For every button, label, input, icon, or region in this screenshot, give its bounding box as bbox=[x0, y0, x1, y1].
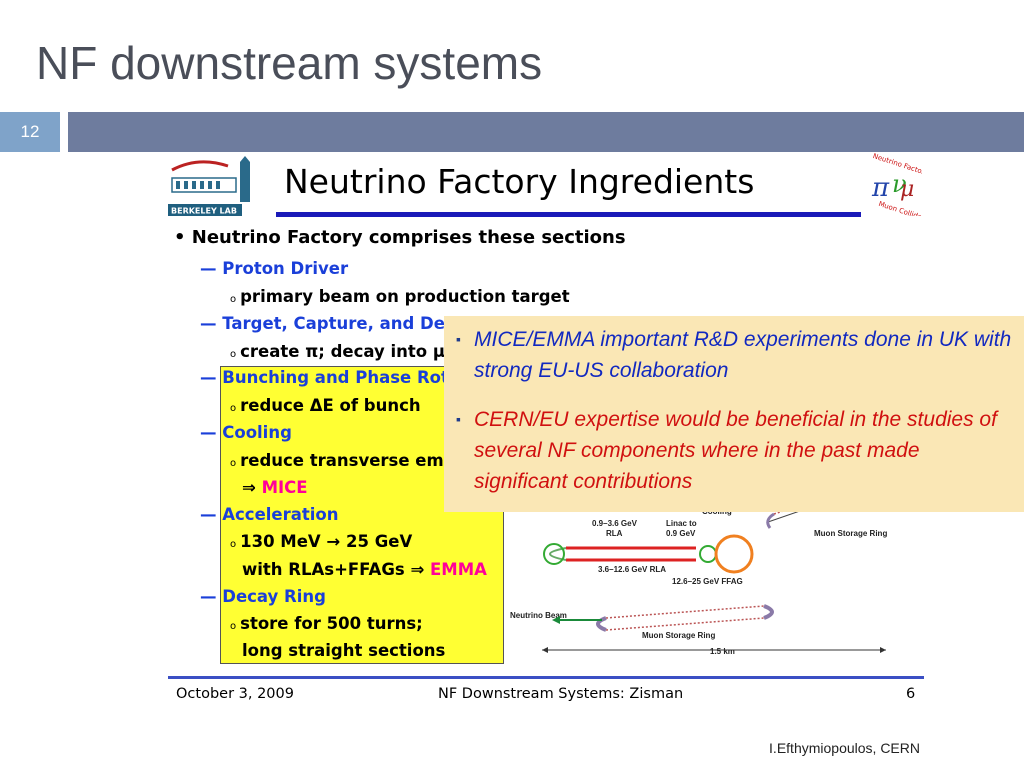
callout-box: ▪ MICE/EMMA important R&D experiments do… bbox=[444, 316, 1024, 512]
section-decay-ring: — Decay Ring bbox=[200, 587, 326, 606]
label-linac-energy: 0.9 GeV bbox=[666, 529, 696, 538]
svg-text:μ: μ bbox=[900, 177, 914, 202]
logo-text: BERKELEY LAB bbox=[171, 207, 237, 216]
label-neutrino-beam: Neutrino Beam bbox=[510, 611, 567, 620]
svg-text:ν: ν bbox=[892, 170, 907, 198]
label-rla: RLA bbox=[606, 529, 623, 538]
callout-bullet-cern-eu: ▪ CERN/EU expertise would be beneficial … bbox=[456, 404, 1012, 497]
section-acceleration: — Acceleration bbox=[200, 505, 339, 524]
slide-title: NF downstream systems bbox=[36, 37, 543, 89]
footer-center: NF Downstream Systems: Zisman bbox=[438, 686, 684, 702]
item-long-straight: long straight sections bbox=[242, 641, 446, 660]
header-band bbox=[68, 112, 1024, 152]
slide-number: 12 bbox=[0, 112, 60, 152]
list-heading: • Neutrino Factory comprises these secti… bbox=[174, 227, 626, 248]
section-bunching: — Bunching and Phase Rota bbox=[200, 368, 461, 387]
label-ffag: 12.6–25 GeV FFAG bbox=[672, 577, 743, 586]
item-rla-ffag: with RLAs+FFAGs ⇒ EMMA bbox=[242, 560, 487, 579]
label-linac: Linac to bbox=[666, 519, 697, 528]
nf-logo-bottom-text: Muon Collider bbox=[877, 200, 922, 216]
author-credit: I.Efthymiopoulos, CERN bbox=[769, 740, 920, 756]
section-target-capture: — Target, Capture, and De bbox=[200, 314, 445, 333]
svg-text:π: π bbox=[871, 173, 890, 203]
footer-date: October 3, 2009 bbox=[176, 686, 294, 702]
item-mice: ⇒ MICE bbox=[242, 478, 308, 497]
bullet-marker: ▪ bbox=[456, 331, 461, 347]
label-storage-ring-1: Muon Storage Ring bbox=[814, 529, 887, 538]
embedded-title: Neutrino Factory Ingredients bbox=[284, 162, 755, 201]
nf-muon-collider-logo: Neutrino Factory π ν μ Muon Collider bbox=[871, 152, 922, 216]
title-underline bbox=[276, 212, 861, 217]
footer-rule bbox=[168, 676, 924, 679]
label-storage-ring-2: Muon Storage Ring bbox=[642, 631, 715, 640]
callout-bullet-mice-emma: ▪ MICE/EMMA important R&D experiments do… bbox=[456, 324, 1012, 386]
label-rla2: 3.6–12.6 GeV RLA bbox=[598, 565, 666, 574]
section-proton-driver: — Proton Driver bbox=[200, 259, 349, 278]
label-rla-energy: 0.9–3.6 GeV bbox=[592, 519, 638, 528]
label-scale: 1.5 km bbox=[710, 647, 735, 656]
section-cooling: — Cooling bbox=[200, 423, 292, 442]
bullet-marker: ▪ bbox=[456, 411, 461, 427]
footer-page: 6 bbox=[906, 686, 916, 702]
neutrino-factory-layout-diagram: Cooling 0.9–3.6 GeV RLA Linac to 0.9 GeV… bbox=[510, 493, 887, 656]
berkeley-lab-logo: BERKELEY LAB bbox=[168, 156, 250, 216]
